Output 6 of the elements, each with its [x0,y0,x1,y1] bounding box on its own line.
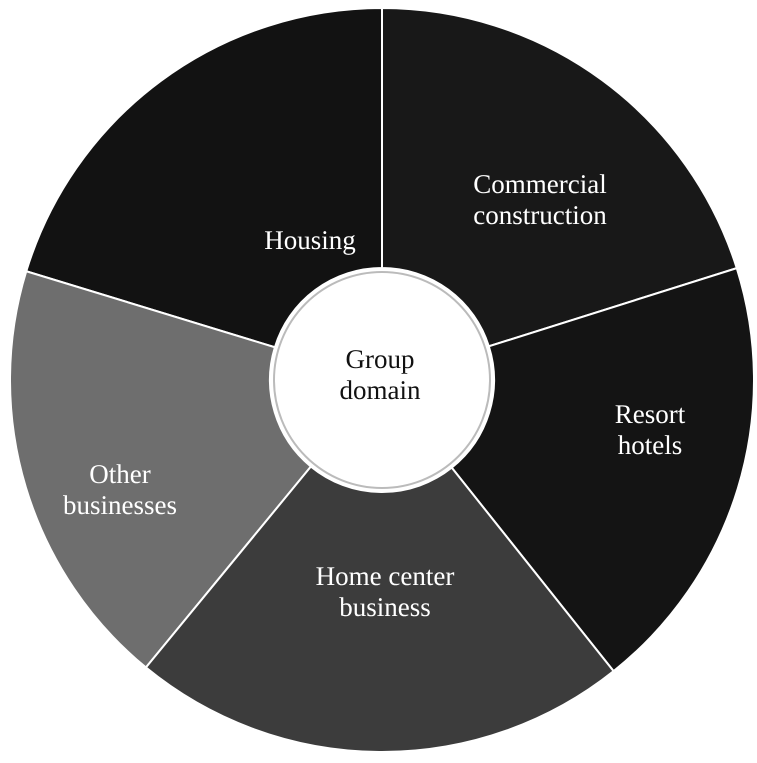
segment-label: Housing [264,224,356,256]
segment-label: Other businesses [62,459,178,521]
center-label: Group domain [338,344,422,406]
segment-label: Commercial construction [472,169,608,231]
segment-label: Home center business [314,561,456,623]
segment-label: Resort hotels [614,399,686,461]
